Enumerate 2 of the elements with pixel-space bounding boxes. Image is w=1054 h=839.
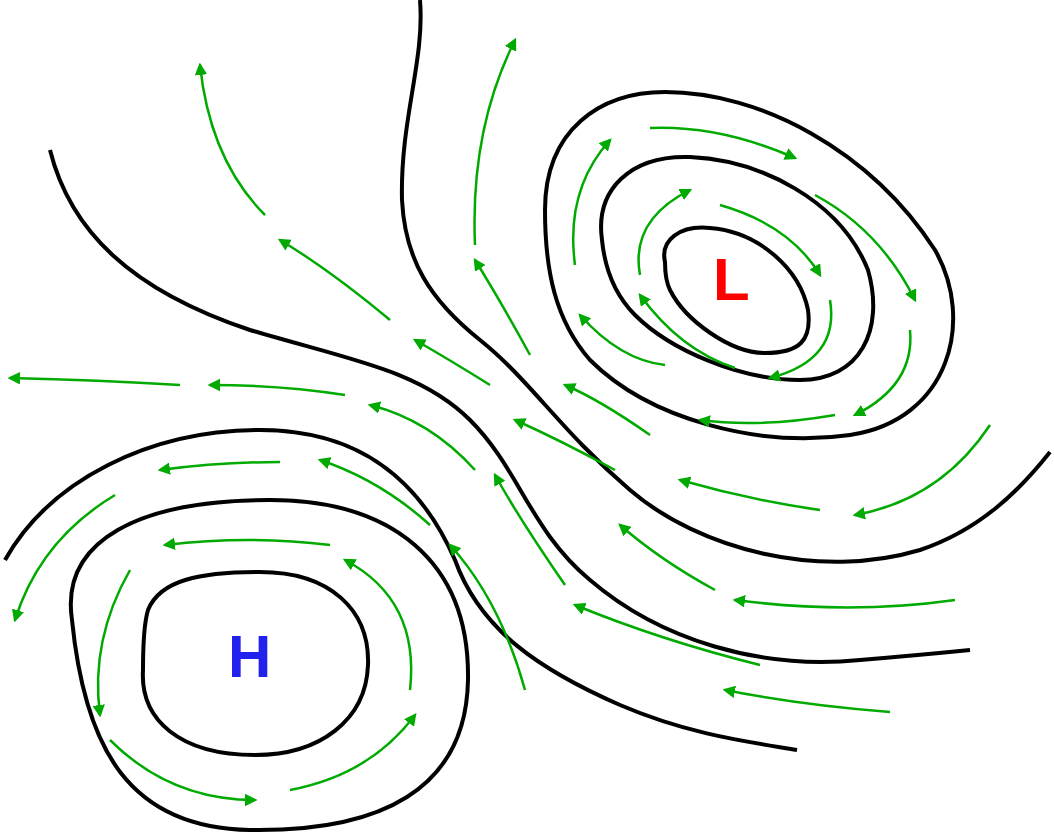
pressure-label: L (713, 250, 750, 310)
pressure-label: H (228, 627, 272, 687)
